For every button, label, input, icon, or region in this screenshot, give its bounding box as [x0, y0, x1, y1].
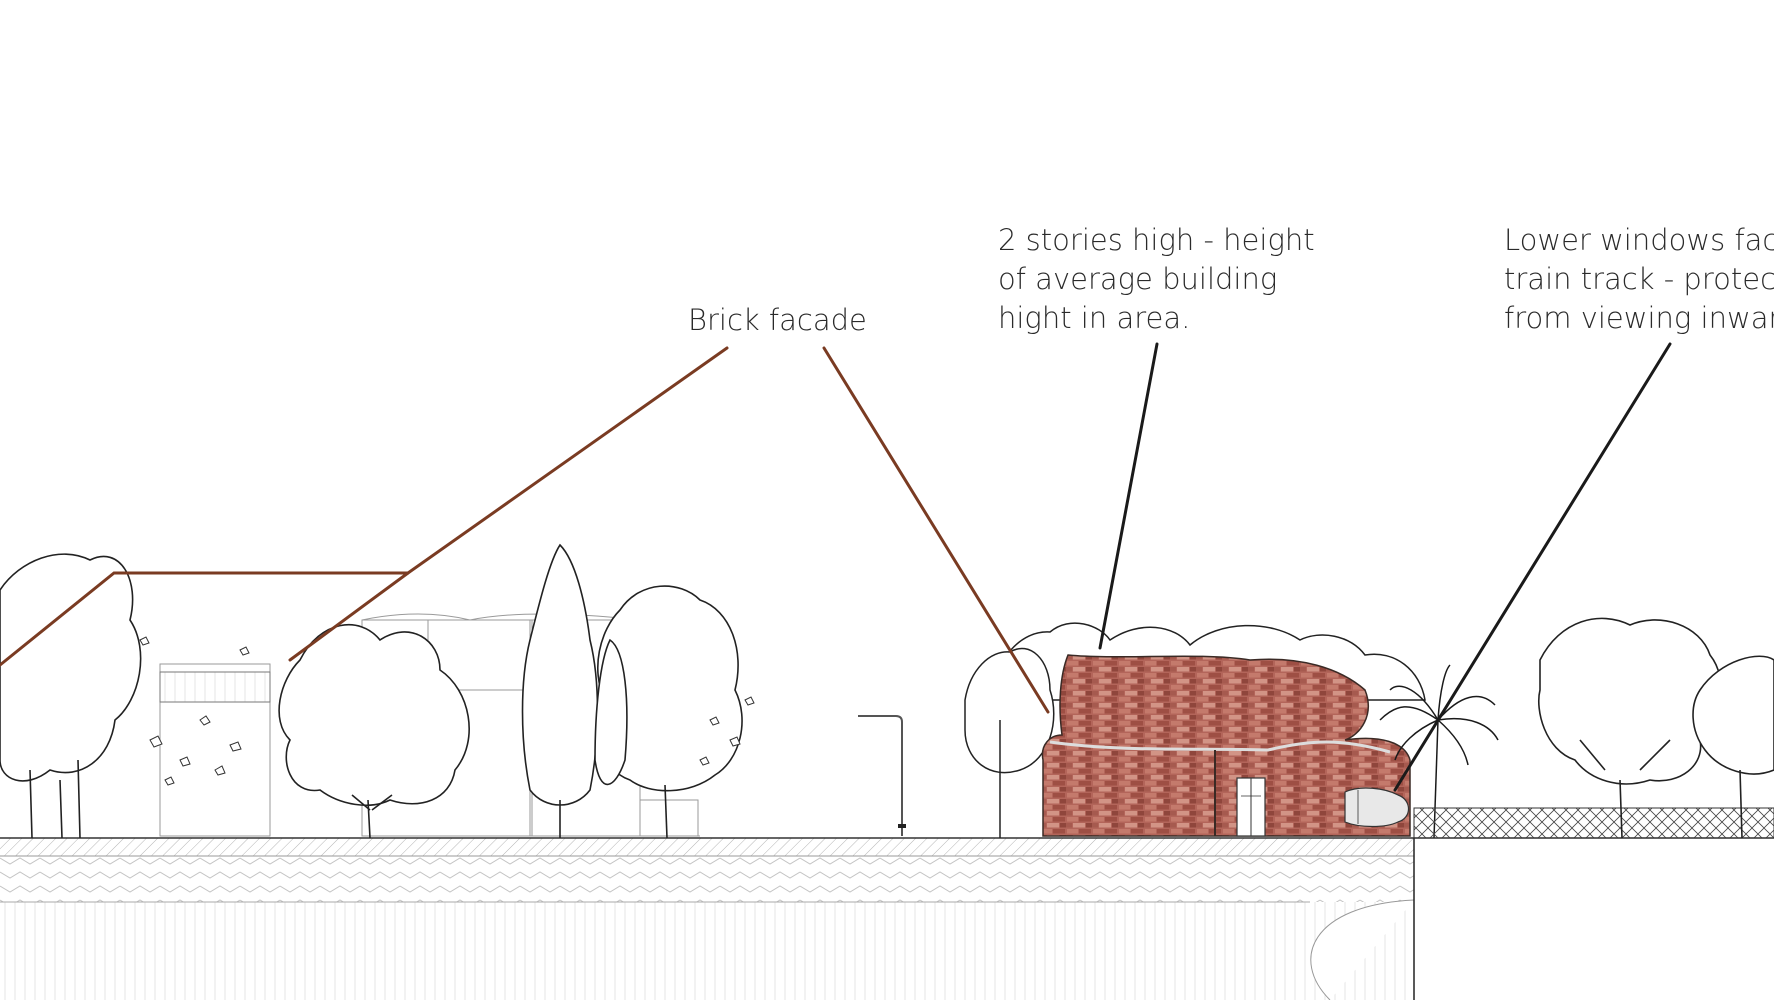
stories-line-1: 2 stories high - height [998, 223, 1315, 257]
windows-line-2: train track - protec [1504, 262, 1774, 296]
lower-windows-label: Lower windows fac train track - protec f… [1504, 221, 1774, 338]
stories-line-3: hight in area. [998, 301, 1191, 335]
brick-leader-right [822, 346, 1050, 714]
lower-window [1344, 787, 1410, 828]
brick-building [1041, 654, 1411, 837]
brick-leader-left [0, 346, 729, 667]
brick-facade-text: Brick facade [688, 303, 867, 337]
leaf-scatter [139, 636, 755, 786]
railway-fence [1413, 807, 1774, 839]
trees-right [1538, 617, 1774, 839]
brick-facade-label: Brick facade [688, 301, 867, 340]
street-light [858, 715, 906, 836]
trees-left [0, 543, 743, 839]
annotation-leaders [0, 342, 1672, 792]
windows-line-1: Lower windows fac [1504, 223, 1774, 257]
windows-leader [1393, 342, 1672, 792]
stories-leader [1098, 342, 1159, 650]
stories-height-label: 2 stories high - height of average build… [998, 221, 1315, 338]
windows-line-3: from viewing inwar [1504, 301, 1774, 335]
brick-leader-mid [288, 571, 410, 662]
ground-section [0, 837, 1774, 1000]
stories-line-2: of average building [998, 262, 1278, 296]
palm-tree [1379, 664, 1499, 839]
